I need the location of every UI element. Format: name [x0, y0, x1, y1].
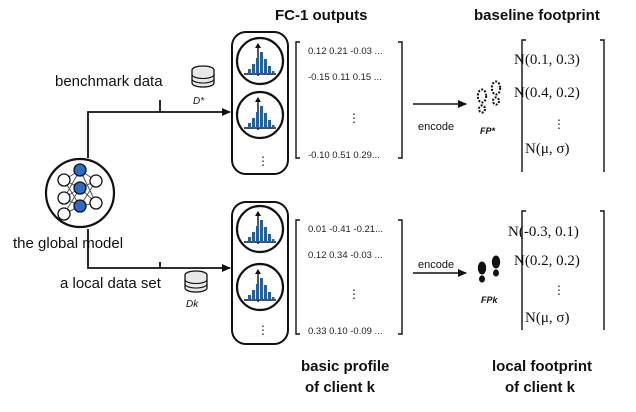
benchmark-database-icon	[191, 65, 215, 88]
matrix-row: 0.33 0.10 -0.09 ...	[308, 326, 382, 337]
normal-distribution: N(μ, σ)	[525, 310, 569, 326]
basic-profile-client-label: of client k	[305, 379, 376, 396]
benchmark-data-label: benchmark data	[55, 73, 163, 90]
local-footprint-icon	[477, 255, 501, 283]
bottom-output-matrix: 0.01 -0.41 -0.21... 0.12 0.34 -0.03 ... …	[295, 219, 403, 337]
local-database-icon	[184, 270, 208, 293]
local-footprint-label: local footprint	[492, 358, 592, 375]
local-footprint-symbol: FPk	[481, 295, 499, 305]
baseline-footprint-icon	[476, 80, 502, 114]
local-footprint-client-label: of client k	[505, 379, 576, 396]
local-symbol: Dk	[186, 299, 199, 310]
benchmark-symbol: D*	[193, 96, 205, 107]
matrix-row: 0.12 0.34 -0.03 ...	[308, 250, 382, 261]
encode-label: encode	[418, 121, 454, 133]
encode-label: encode	[418, 259, 454, 271]
normal-distribution: N(0.4, 0.2)	[514, 85, 580, 101]
local-distribution-list: N(-0.3, 0.1) N(0.2, 0.2) ⋮ N(μ, σ)	[508, 210, 605, 330]
vertical-ellipsis: ⋮	[553, 117, 565, 131]
normal-distribution: N(0.2, 0.2)	[514, 253, 580, 269]
histogram-icon	[235, 36, 285, 86]
vertical-ellipsis: ⋮	[257, 323, 269, 337]
matrix-row: 0.01 -0.41 -0.21...	[308, 224, 383, 235]
histogram-icon	[235, 262, 285, 312]
histogram-icon	[235, 90, 285, 140]
fc1-outputs-title: FC-1 outputs	[275, 7, 367, 24]
vertical-ellipsis: ⋮	[348, 111, 360, 125]
basic-profile-label: basic profile	[301, 358, 389, 375]
vertical-ellipsis: ⋮	[348, 287, 360, 301]
matrix-row: 0.12 0.21 -0.03 ...	[308, 46, 382, 57]
normal-distribution: N(0.1, 0.3)	[514, 52, 580, 68]
histogram-icon	[235, 204, 285, 254]
matrix-row: -0.10 0.51 0.29...	[308, 150, 380, 161]
global-model-network-icon	[44, 157, 116, 229]
normal-distribution: N(-0.3, 0.1)	[508, 224, 579, 240]
vertical-ellipsis: ⋮	[553, 283, 565, 297]
matrix-row: -0.15 0.11 0.15 ...	[308, 72, 382, 83]
baseline-footprint-symbol: FP*	[480, 126, 496, 136]
local-data-set-label: a local data set	[60, 275, 162, 292]
vertical-ellipsis: ⋮	[257, 154, 269, 168]
normal-distribution: N(μ, σ)	[525, 141, 569, 157]
global-model-label: the global model	[13, 235, 123, 252]
flow-connectors	[87, 100, 231, 272]
top-output-matrix: 0.12 0.21 -0.03 ... -0.15 0.11 0.15 ... …	[295, 41, 403, 161]
baseline-footprint-title: baseline footprint	[474, 7, 600, 24]
baseline-distribution-list: N(0.1, 0.3) N(0.4, 0.2) ⋮ N(μ, σ)	[514, 39, 605, 172]
